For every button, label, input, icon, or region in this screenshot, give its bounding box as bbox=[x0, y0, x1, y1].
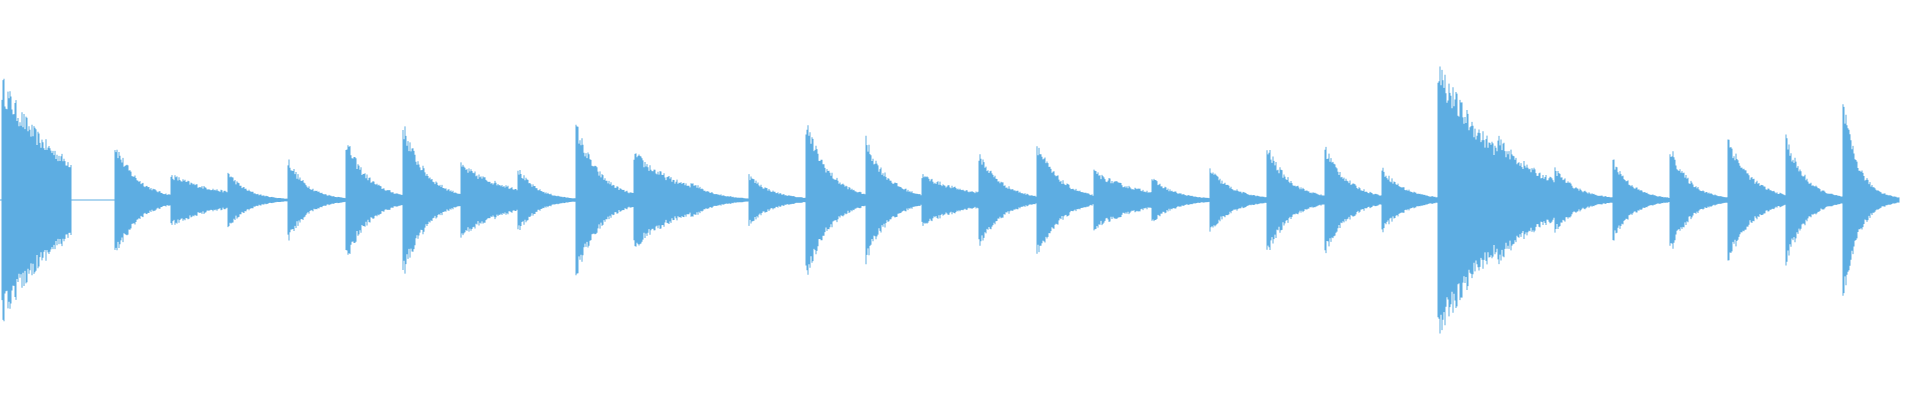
waveform-envelope bbox=[1, 66, 1900, 334]
waveform-peaks bbox=[1, 66, 1900, 334]
